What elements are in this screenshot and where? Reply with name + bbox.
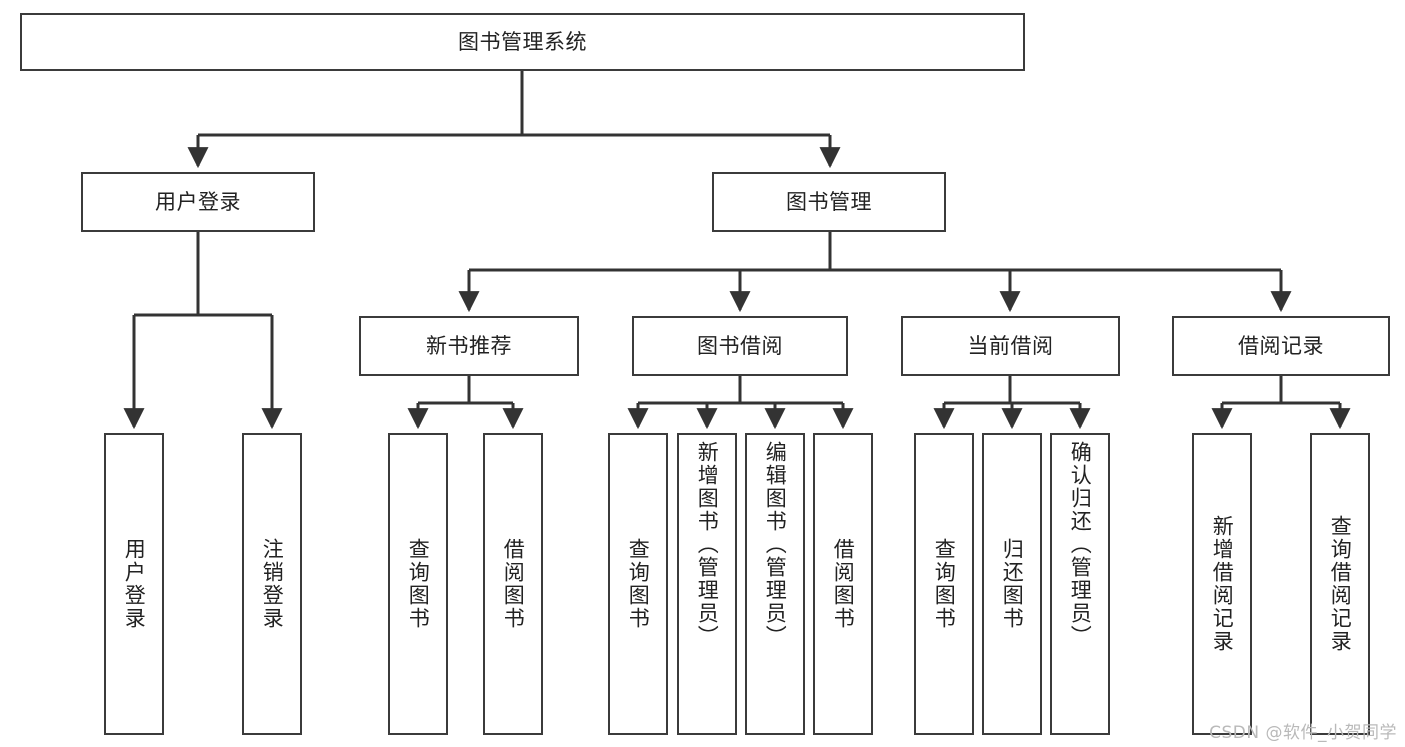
- node-current-borrow[interactable]: 当前借阅: [901, 316, 1120, 376]
- node-leaf-add-book-label: 新增图书（管理员）: [695, 441, 720, 648]
- node-book-manage-label: 图书管理: [786, 189, 872, 214]
- node-leaf-borrow-book-1-label: 借阅图书: [501, 538, 526, 630]
- node-user-login[interactable]: 用户登录: [81, 172, 315, 232]
- node-leaf-add-borrow-record-label: 新增借阅记录: [1210, 515, 1235, 653]
- node-leaf-add-borrow-record[interactable]: 新增借阅记录: [1192, 433, 1252, 735]
- node-leaf-user-logout-label: 注销登录: [260, 538, 285, 630]
- node-new-book-recommend[interactable]: 新书推荐: [359, 316, 579, 376]
- node-borrow-record[interactable]: 借阅记录: [1172, 316, 1390, 376]
- node-leaf-query-book-2-label: 查询图书: [626, 538, 651, 630]
- node-leaf-borrow-book-1[interactable]: 借阅图书: [483, 433, 543, 735]
- node-root[interactable]: 图书管理系统: [20, 13, 1025, 71]
- node-leaf-edit-book-label: 编辑图书（管理员）: [763, 441, 788, 648]
- node-leaf-query-borrow-record[interactable]: 查询借阅记录: [1310, 433, 1370, 735]
- node-root-label: 图书管理系统: [458, 29, 587, 54]
- node-user-login-label: 用户登录: [155, 189, 241, 214]
- node-book-manage[interactable]: 图书管理: [712, 172, 946, 232]
- node-leaf-return-book[interactable]: 归还图书: [982, 433, 1042, 735]
- node-borrow-record-label: 借阅记录: [1238, 333, 1324, 358]
- node-leaf-query-borrow-record-label: 查询借阅记录: [1328, 515, 1353, 653]
- node-leaf-query-book-2[interactable]: 查询图书: [608, 433, 668, 735]
- node-book-borrow[interactable]: 图书借阅: [632, 316, 848, 376]
- node-leaf-user-login-label: 用户登录: [122, 538, 147, 630]
- node-leaf-confirm-return[interactable]: 确认归还（管理员）: [1050, 433, 1110, 735]
- node-leaf-confirm-return-label: 确认归还（管理员）: [1068, 441, 1093, 648]
- node-leaf-edit-book[interactable]: 编辑图书（管理员）: [745, 433, 805, 735]
- node-current-borrow-label: 当前借阅: [967, 333, 1054, 358]
- node-leaf-user-login[interactable]: 用户登录: [104, 433, 164, 735]
- node-leaf-query-book-1[interactable]: 查询图书: [388, 433, 448, 735]
- node-new-book-recommend-label: 新书推荐: [426, 333, 512, 358]
- node-book-borrow-label: 图书借阅: [697, 333, 783, 358]
- node-leaf-return-book-label: 归还图书: [1000, 538, 1025, 630]
- node-leaf-add-book[interactable]: 新增图书（管理员）: [677, 433, 737, 735]
- watermark-text: CSDN @软件_小贺同学: [1209, 723, 1397, 743]
- node-leaf-query-book-1-label: 查询图书: [406, 538, 431, 630]
- node-leaf-user-logout[interactable]: 注销登录: [242, 433, 302, 735]
- node-leaf-borrow-book-2-label: 借阅图书: [831, 538, 856, 630]
- node-leaf-query-book-3[interactable]: 查询图书: [914, 433, 974, 735]
- node-leaf-query-book-3-label: 查询图书: [932, 538, 957, 630]
- node-leaf-borrow-book-2[interactable]: 借阅图书: [813, 433, 873, 735]
